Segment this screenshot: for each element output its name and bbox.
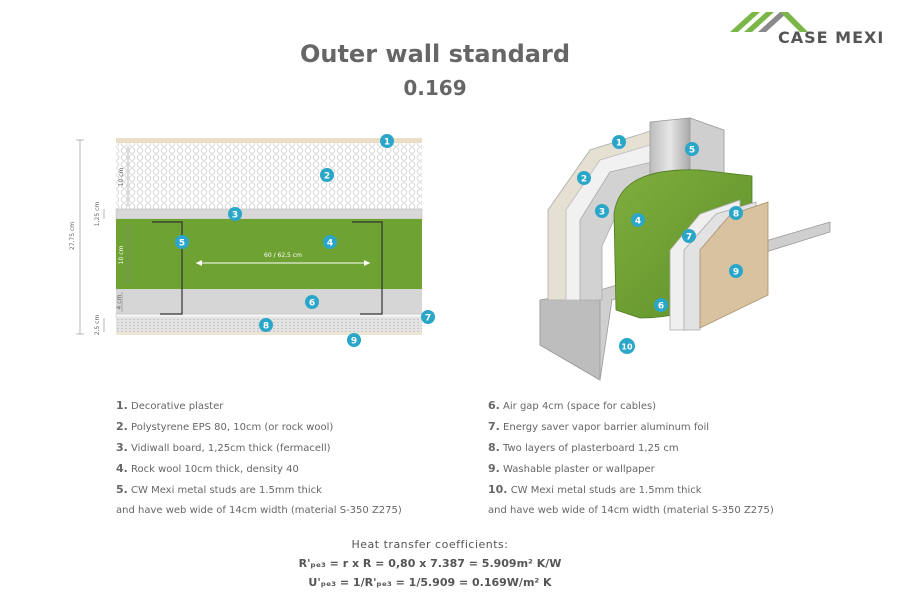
svg-text:8: 8 bbox=[733, 210, 739, 220]
dim-board: 2,5 cm bbox=[94, 315, 101, 336]
dim-span: 60 / 62,5 cm bbox=[264, 252, 302, 259]
callout-badges: 1 2 3 4 5 6 7 8 9 1 2 3 4 5 6 7 8 9 10 bbox=[175, 134, 743, 354]
badge-1-3d: 1 bbox=[612, 135, 626, 149]
svg-text:5: 5 bbox=[689, 146, 695, 156]
svg-text:6: 6 bbox=[658, 302, 664, 312]
svg-text:8: 8 bbox=[263, 322, 269, 332]
svg-text:5: 5 bbox=[179, 239, 185, 249]
svg-text:10: 10 bbox=[621, 343, 633, 352]
badge-6-3d: 6 bbox=[654, 298, 668, 312]
legend-right: 6. Air gap 4cm (space for cables) 7. Ene… bbox=[488, 396, 868, 521]
badge-3-3d: 3 bbox=[595, 204, 609, 218]
dim-air: 4 cm bbox=[116, 294, 123, 309]
layer-plaster bbox=[116, 138, 422, 143]
svg-text:6: 6 bbox=[309, 299, 315, 309]
heat-formula-r: R'ₚₑ₃ = r x R = 0,80 x 7.387 = 5.909m² K… bbox=[298, 557, 562, 570]
badge-4-section: 4 bbox=[323, 235, 337, 249]
layer-finish bbox=[116, 332, 422, 335]
svg-text:9: 9 bbox=[733, 268, 739, 278]
svg-text:7: 7 bbox=[425, 314, 431, 324]
badge-2-section: 2 bbox=[320, 168, 334, 182]
badge-6-section: 6 bbox=[305, 295, 319, 309]
badge-4-3d: 4 bbox=[631, 213, 645, 227]
wall-3d-view bbox=[539, 117, 831, 381]
layer-eps bbox=[116, 143, 422, 209]
legend-item: 4. Rock wool 10cm thick, density 40 bbox=[116, 462, 299, 475]
heat-formula-u: U'ₚₑ₃ = 1/R'ₚₑ₃ = 1/5.909 = 0.169W/m² K bbox=[308, 576, 552, 589]
badge-3-section: 3 bbox=[228, 207, 242, 221]
svg-text:2: 2 bbox=[324, 172, 330, 182]
page-title: Outer wall standard bbox=[299, 40, 571, 68]
svg-text:1: 1 bbox=[384, 138, 390, 148]
legend-item: 3. Vidiwall board, 1,25cm thick (fermace… bbox=[116, 441, 331, 454]
badge-2-3d: 2 bbox=[577, 171, 591, 185]
wall-cross-section: 60 / 62,5 cm 27,75 cm 1,25 cm 2,5 cm 10 … bbox=[69, 138, 423, 336]
badge-8-section: 8 bbox=[259, 318, 273, 332]
dim-total: 27,75 cm bbox=[69, 222, 76, 250]
badge-7-section: 7 bbox=[421, 310, 435, 324]
legend-item: 5. CW Mexi metal studs are 1.5mm thick bbox=[116, 483, 322, 496]
badge-9-section: 9 bbox=[347, 333, 361, 347]
legend-item: 10. CW Mexi metal studs are 1.5mm thick bbox=[488, 483, 702, 496]
svg-text:9: 9 bbox=[351, 337, 357, 347]
legend-item: 9. Washable plaster or wallpaper bbox=[488, 462, 655, 475]
layer-vidiwall bbox=[115, 208, 423, 220]
badge-8-3d: 8 bbox=[729, 206, 743, 220]
layer-rock-wool bbox=[116, 219, 422, 289]
badge-10-3d: 10 bbox=[619, 338, 635, 354]
legend-item-cont: and have web wide of 14cm width (materia… bbox=[116, 505, 402, 516]
svg-text:2: 2 bbox=[581, 175, 587, 185]
u-value: 0.169 bbox=[403, 76, 467, 100]
svg-text:3: 3 bbox=[232, 211, 238, 221]
svg-text:4: 4 bbox=[635, 217, 641, 227]
dim-wool: 10 cm bbox=[118, 246, 125, 265]
brand-name: CASE MEXI bbox=[778, 28, 885, 47]
house-roof-icon bbox=[730, 12, 808, 32]
dim-eps: 10 cm bbox=[118, 168, 125, 187]
layer-air-gap bbox=[116, 289, 422, 314]
stud-left bbox=[152, 221, 183, 315]
legend-item-cont: and have web wide of 14cm width (materia… bbox=[488, 505, 774, 516]
legend-item: 8. Two layers of plasterboard 1,25 cm bbox=[488, 441, 679, 454]
badge-7-3d: 7 bbox=[682, 229, 696, 243]
svg-text:4: 4 bbox=[327, 239, 333, 249]
stud-right bbox=[352, 221, 383, 315]
brand-logo bbox=[730, 8, 895, 48]
legend-item: 2. Polystyrene EPS 80, 10cm (or rock woo… bbox=[116, 420, 334, 433]
badge-9-3d: 9 bbox=[729, 264, 743, 278]
legend-item: 1. Decorative plaster bbox=[116, 399, 224, 412]
svg-text:7: 7 bbox=[686, 233, 692, 243]
heat-label: Heat transfer coefficients: bbox=[351, 538, 509, 551]
legend-item: 6. Air gap 4cm (space for cables) bbox=[488, 399, 657, 412]
dim-vidiwall: 1,25 cm bbox=[94, 202, 101, 227]
svg-text:3: 3 bbox=[599, 208, 605, 218]
svg-text:1: 1 bbox=[616, 139, 622, 149]
legend-item: 7. Energy saver vapor barrier aluminum f… bbox=[488, 420, 710, 433]
legend-left: 1. Decorative plaster 2. Polystyrene EPS… bbox=[116, 396, 456, 521]
badge-5-section: 5 bbox=[175, 235, 189, 249]
badge-1-section: 1 bbox=[380, 134, 394, 148]
badge-5-3d: 5 bbox=[685, 142, 699, 156]
